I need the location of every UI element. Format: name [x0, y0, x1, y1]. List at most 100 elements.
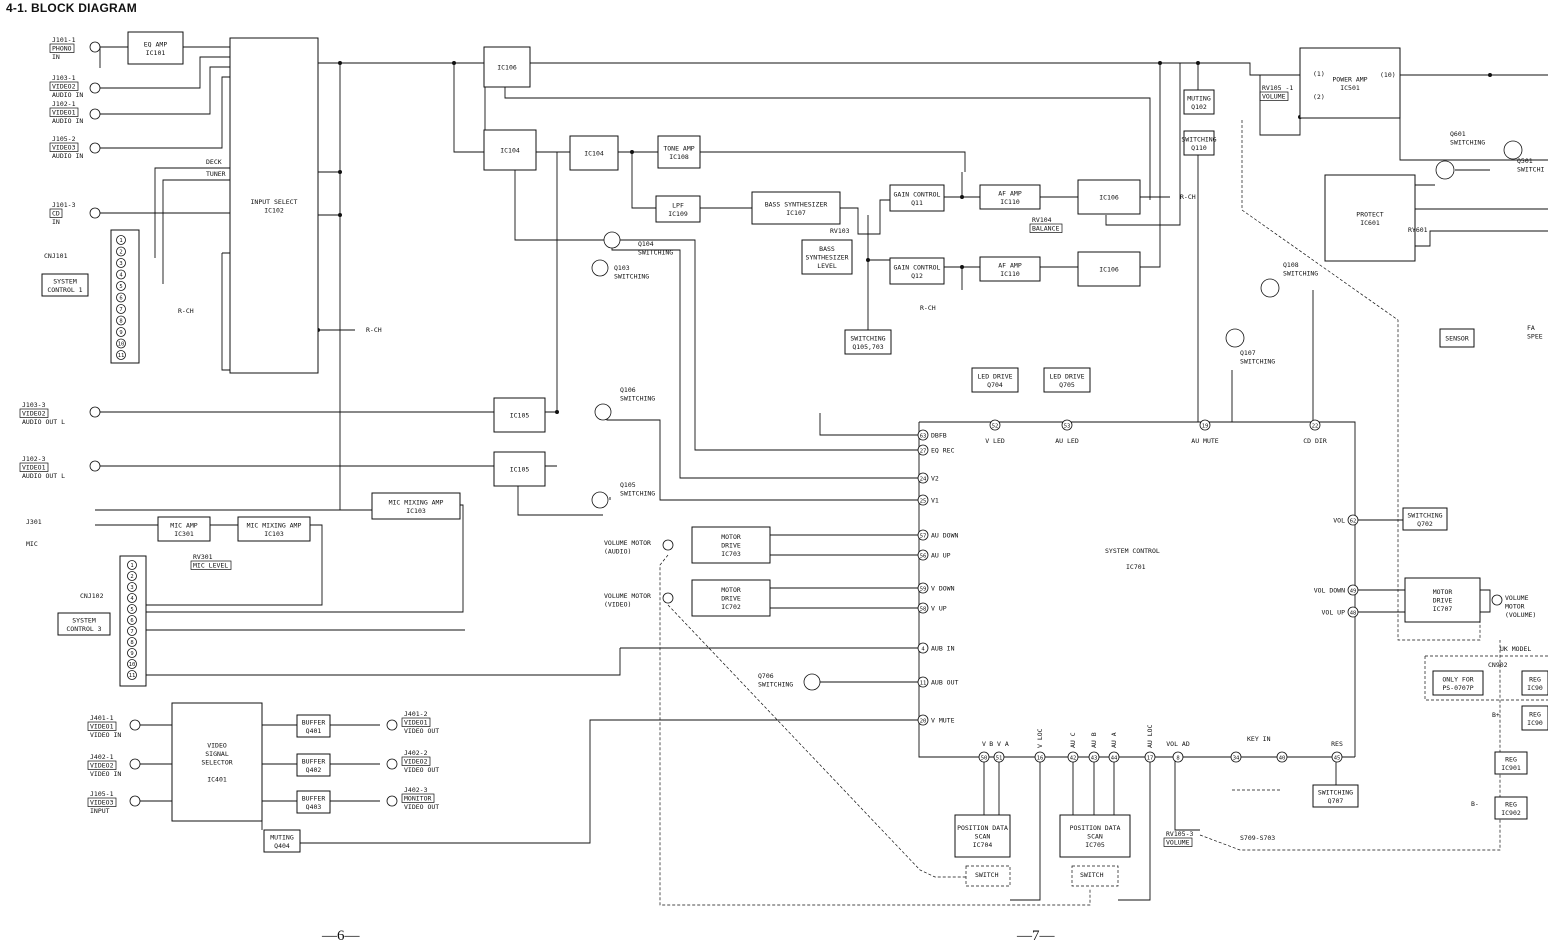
ic701-pin	[917, 549, 929, 561]
connector-pin	[116, 338, 126, 349]
block-q704-line: Q704	[987, 381, 1003, 389]
connector-pin-number: 10	[129, 662, 136, 668]
connector-pin-number: 6	[130, 618, 133, 624]
label-line: (2)	[1313, 93, 1325, 101]
label-line: Q105	[620, 481, 636, 489]
block-q12-box	[889, 257, 945, 285]
block-ic101-line: IC101	[146, 49, 166, 57]
ic701-pin-number: 53	[1064, 423, 1071, 429]
connector-pin	[116, 258, 126, 268]
block-q102-line: MUTING	[1187, 94, 1211, 102]
label-line: Q104	[638, 240, 654, 248]
label-tuner: TUNER	[206, 170, 226, 178]
connector-pin	[116, 350, 126, 360]
ic701-pin-number: 52	[992, 423, 999, 429]
label-line: VIDEO2	[404, 758, 428, 766]
label-line: VOLUME MOTOR	[604, 592, 651, 600]
block-ic106a: IC106	[483, 46, 531, 88]
block-ic105b-box	[493, 451, 546, 487]
block-ic109-box	[655, 195, 701, 223]
label-bplus: B+	[1492, 711, 1500, 719]
ic701-pin-label: VOL	[1333, 517, 1345, 525]
block-ic108-box	[657, 135, 701, 169]
label-line: Q706	[758, 672, 774, 680]
label-box	[49, 107, 79, 117]
label-line: J102-1	[52, 100, 76, 108]
label-vm-audio: VOLUME MOTOR(AUDIO)	[604, 539, 651, 556]
label-line: VIDEO OUT	[404, 803, 439, 811]
block-ic704-line: SCAN	[975, 833, 991, 841]
jacks	[89, 41, 1503, 807]
connector-pin-number: 3	[119, 261, 122, 267]
ic701-pin-number: 44	[1111, 755, 1118, 761]
block-ic703-line: DRIVE	[721, 542, 741, 550]
label-line: Q601	[1450, 130, 1466, 138]
label-switch: SWITCH	[1080, 871, 1104, 879]
label-box	[1259, 91, 1289, 101]
block-bsl-line: SYNTHESIZER	[805, 254, 848, 262]
block-q11-box	[889, 184, 945, 212]
block-ic702-line: IC702	[721, 603, 741, 611]
ic701-pin	[1067, 751, 1079, 763]
ic701-part: IC701	[1126, 563, 1146, 571]
block-ic105b: IC105	[493, 451, 546, 487]
connector-pin	[116, 327, 126, 337]
block-q702-line: Q702	[1417, 520, 1433, 528]
connector-pin-number: 1	[119, 238, 122, 244]
block-ic105a-box	[493, 397, 546, 433]
block-reg2-box	[1521, 705, 1548, 731]
block-bsl-line: LEVEL	[817, 262, 837, 270]
block-ic601-box	[1324, 174, 1416, 262]
ic701-pin	[1061, 419, 1073, 431]
ic701-pin-label: VOL UP	[1322, 609, 1346, 617]
block-ic703-line: MOTOR	[721, 533, 741, 541]
ic701-name: SYSTEM CONTROL	[1105, 547, 1160, 555]
block-ic601-line: IC601	[1360, 219, 1380, 227]
connector-pin-number: 11	[118, 353, 125, 359]
connector-pin-number: 7	[119, 307, 122, 313]
connector-pin-number: 8	[130, 640, 133, 646]
block-sysctl3-line: CONTROL 3	[66, 625, 101, 633]
block-sysctl3-line: SYSTEM	[72, 616, 96, 624]
ic701-pin-number: 25	[920, 498, 927, 504]
label-line: VIDEO IN	[90, 731, 121, 739]
block-ps0707p-line: ONLY FOR	[1442, 675, 1473, 683]
label-line: SWITCHI	[1517, 166, 1544, 174]
block-ic104b-box	[569, 135, 619, 171]
block-ic110b-box	[979, 256, 1041, 282]
block-reg1-box	[1521, 670, 1548, 696]
connector-pin	[116, 235, 126, 245]
block-q702-line: SWITCHING	[1407, 511, 1442, 519]
ic701-pin-number: 4	[921, 646, 925, 652]
ic701-pin	[1172, 751, 1184, 763]
label-box	[49, 142, 79, 152]
ic701-pin-number: 17	[1147, 755, 1154, 761]
ic701-pin	[917, 444, 929, 456]
label-line: RV105 -1	[1262, 84, 1293, 92]
block-q705-box	[1043, 367, 1091, 393]
block-ic110a-line: AF AMP	[998, 189, 1022, 197]
label-line: AUDIO IN	[52, 117, 83, 125]
label-line: VIDEO1	[52, 109, 76, 117]
connector-pin-number: 5	[130, 607, 133, 613]
